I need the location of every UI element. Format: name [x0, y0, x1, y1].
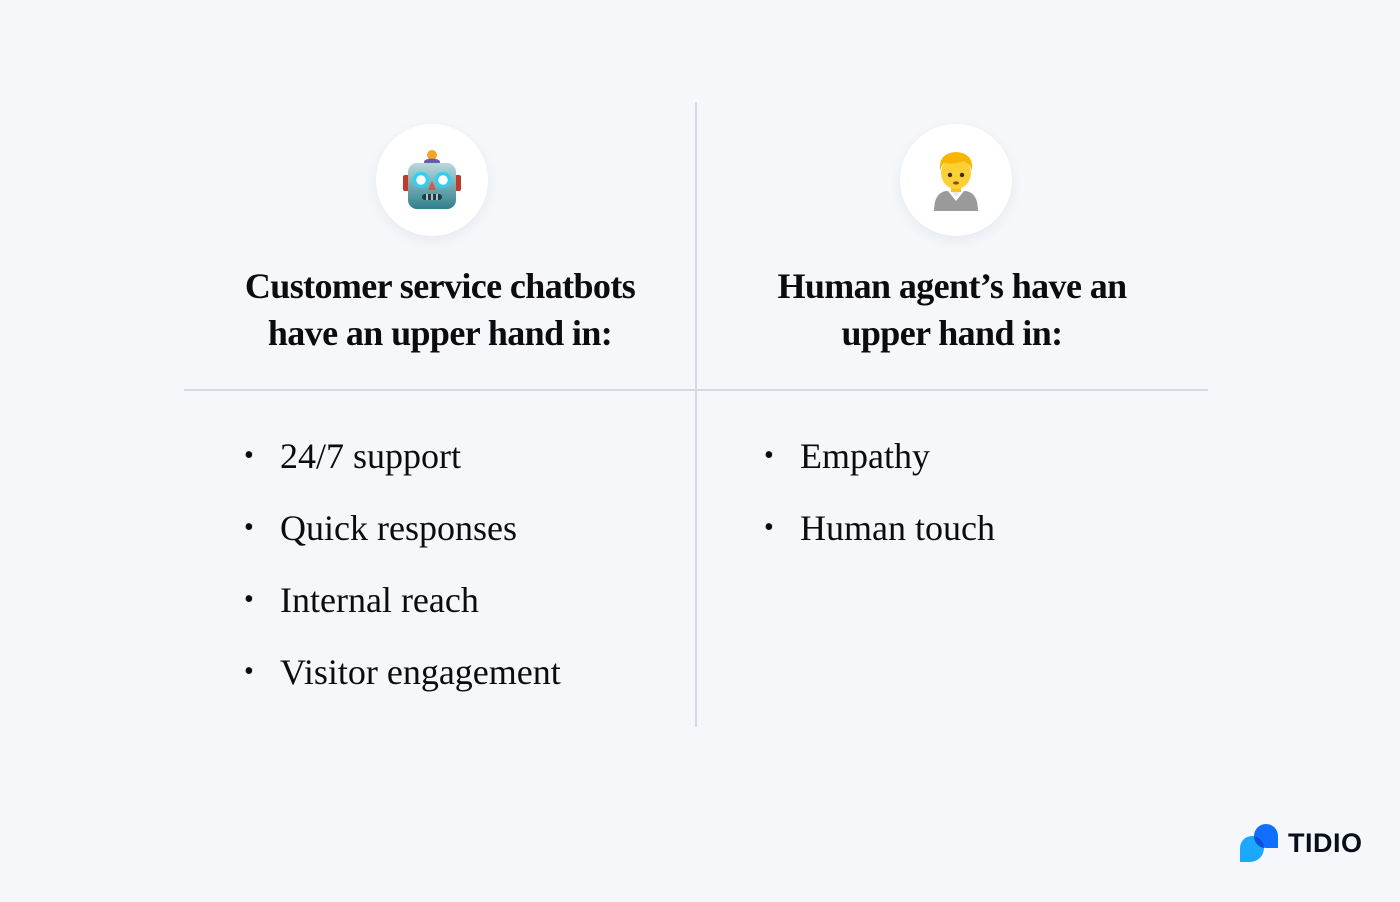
office-worker-icon [934, 152, 978, 211]
human-agents-heading-line1: Human agent’s have an [777, 266, 1127, 306]
human-agents-heading: Human agent’s have an upper hand in: [696, 263, 1208, 357]
chatbots-heading-line1: Customer service chatbots [244, 266, 636, 306]
bullet: • [764, 440, 774, 471]
list-item-text: Human touch [800, 508, 995, 548]
human-agents-heading-line2: upper hand in: [841, 313, 1063, 353]
tidio-logo-icon [1240, 824, 1278, 862]
list-item-text: Quick responses [280, 508, 517, 548]
list-item-text: Visitor engagement [280, 652, 561, 692]
list-item: • Empathy [764, 432, 995, 504]
chatbots-heading: Customer service chatbots have an upper … [184, 263, 696, 357]
list-item: • Internal reach [244, 576, 561, 648]
list-item-text: 24/7 support [280, 436, 462, 476]
human-agent-icon-badge [900, 124, 1012, 236]
bullet: • [764, 512, 774, 543]
tidio-wordmark: TIDIO [1288, 827, 1363, 858]
list-item: • Visitor engagement [244, 648, 561, 720]
human-agents-advantages-list: • Empathy • Human touch [764, 432, 995, 576]
bullet: • [244, 512, 254, 543]
list-item: • Quick responses [244, 504, 561, 576]
horizontal-divider [184, 389, 1208, 391]
list-item-text: Empathy [800, 436, 930, 476]
list-item: • Human touch [764, 504, 995, 576]
tidio-logo: TIDIO [1240, 824, 1363, 862]
vertical-divider [695, 102, 697, 727]
list-item: • 24/7 support [244, 432, 561, 504]
robot-icon [403, 150, 461, 209]
robot-icon-badge [376, 124, 488, 236]
bullet: • [244, 656, 254, 687]
chatbots-heading-line2: have an upper hand in: [267, 313, 613, 353]
list-item-text: Internal reach [280, 580, 479, 620]
bullet: • [244, 584, 254, 615]
chatbots-advantages-list: • 24/7 support • Quick responses • Internal… [244, 432, 561, 720]
bullet: • [244, 440, 254, 471]
